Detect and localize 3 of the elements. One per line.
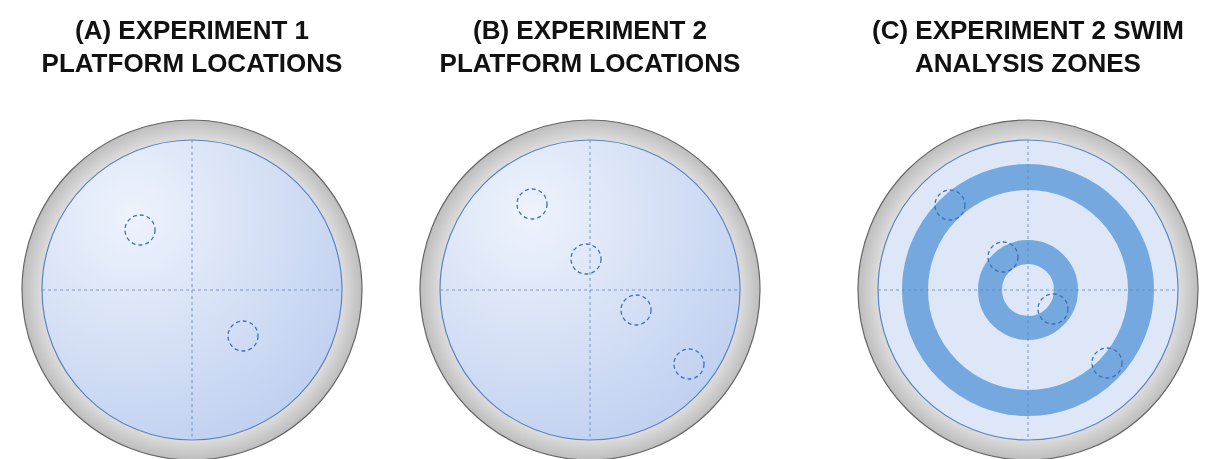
panel-heading: (A) EXPERIMENT 1 PLATFORM LOCATIONS bbox=[40, 14, 344, 80]
panel-heading: (C) EXPERIMENT 2 SWIM ANALYSIS ZONES bbox=[871, 14, 1185, 80]
panel-heading: (B) EXPERIMENT 2 PLATFORM LOCATIONS bbox=[438, 14, 742, 80]
